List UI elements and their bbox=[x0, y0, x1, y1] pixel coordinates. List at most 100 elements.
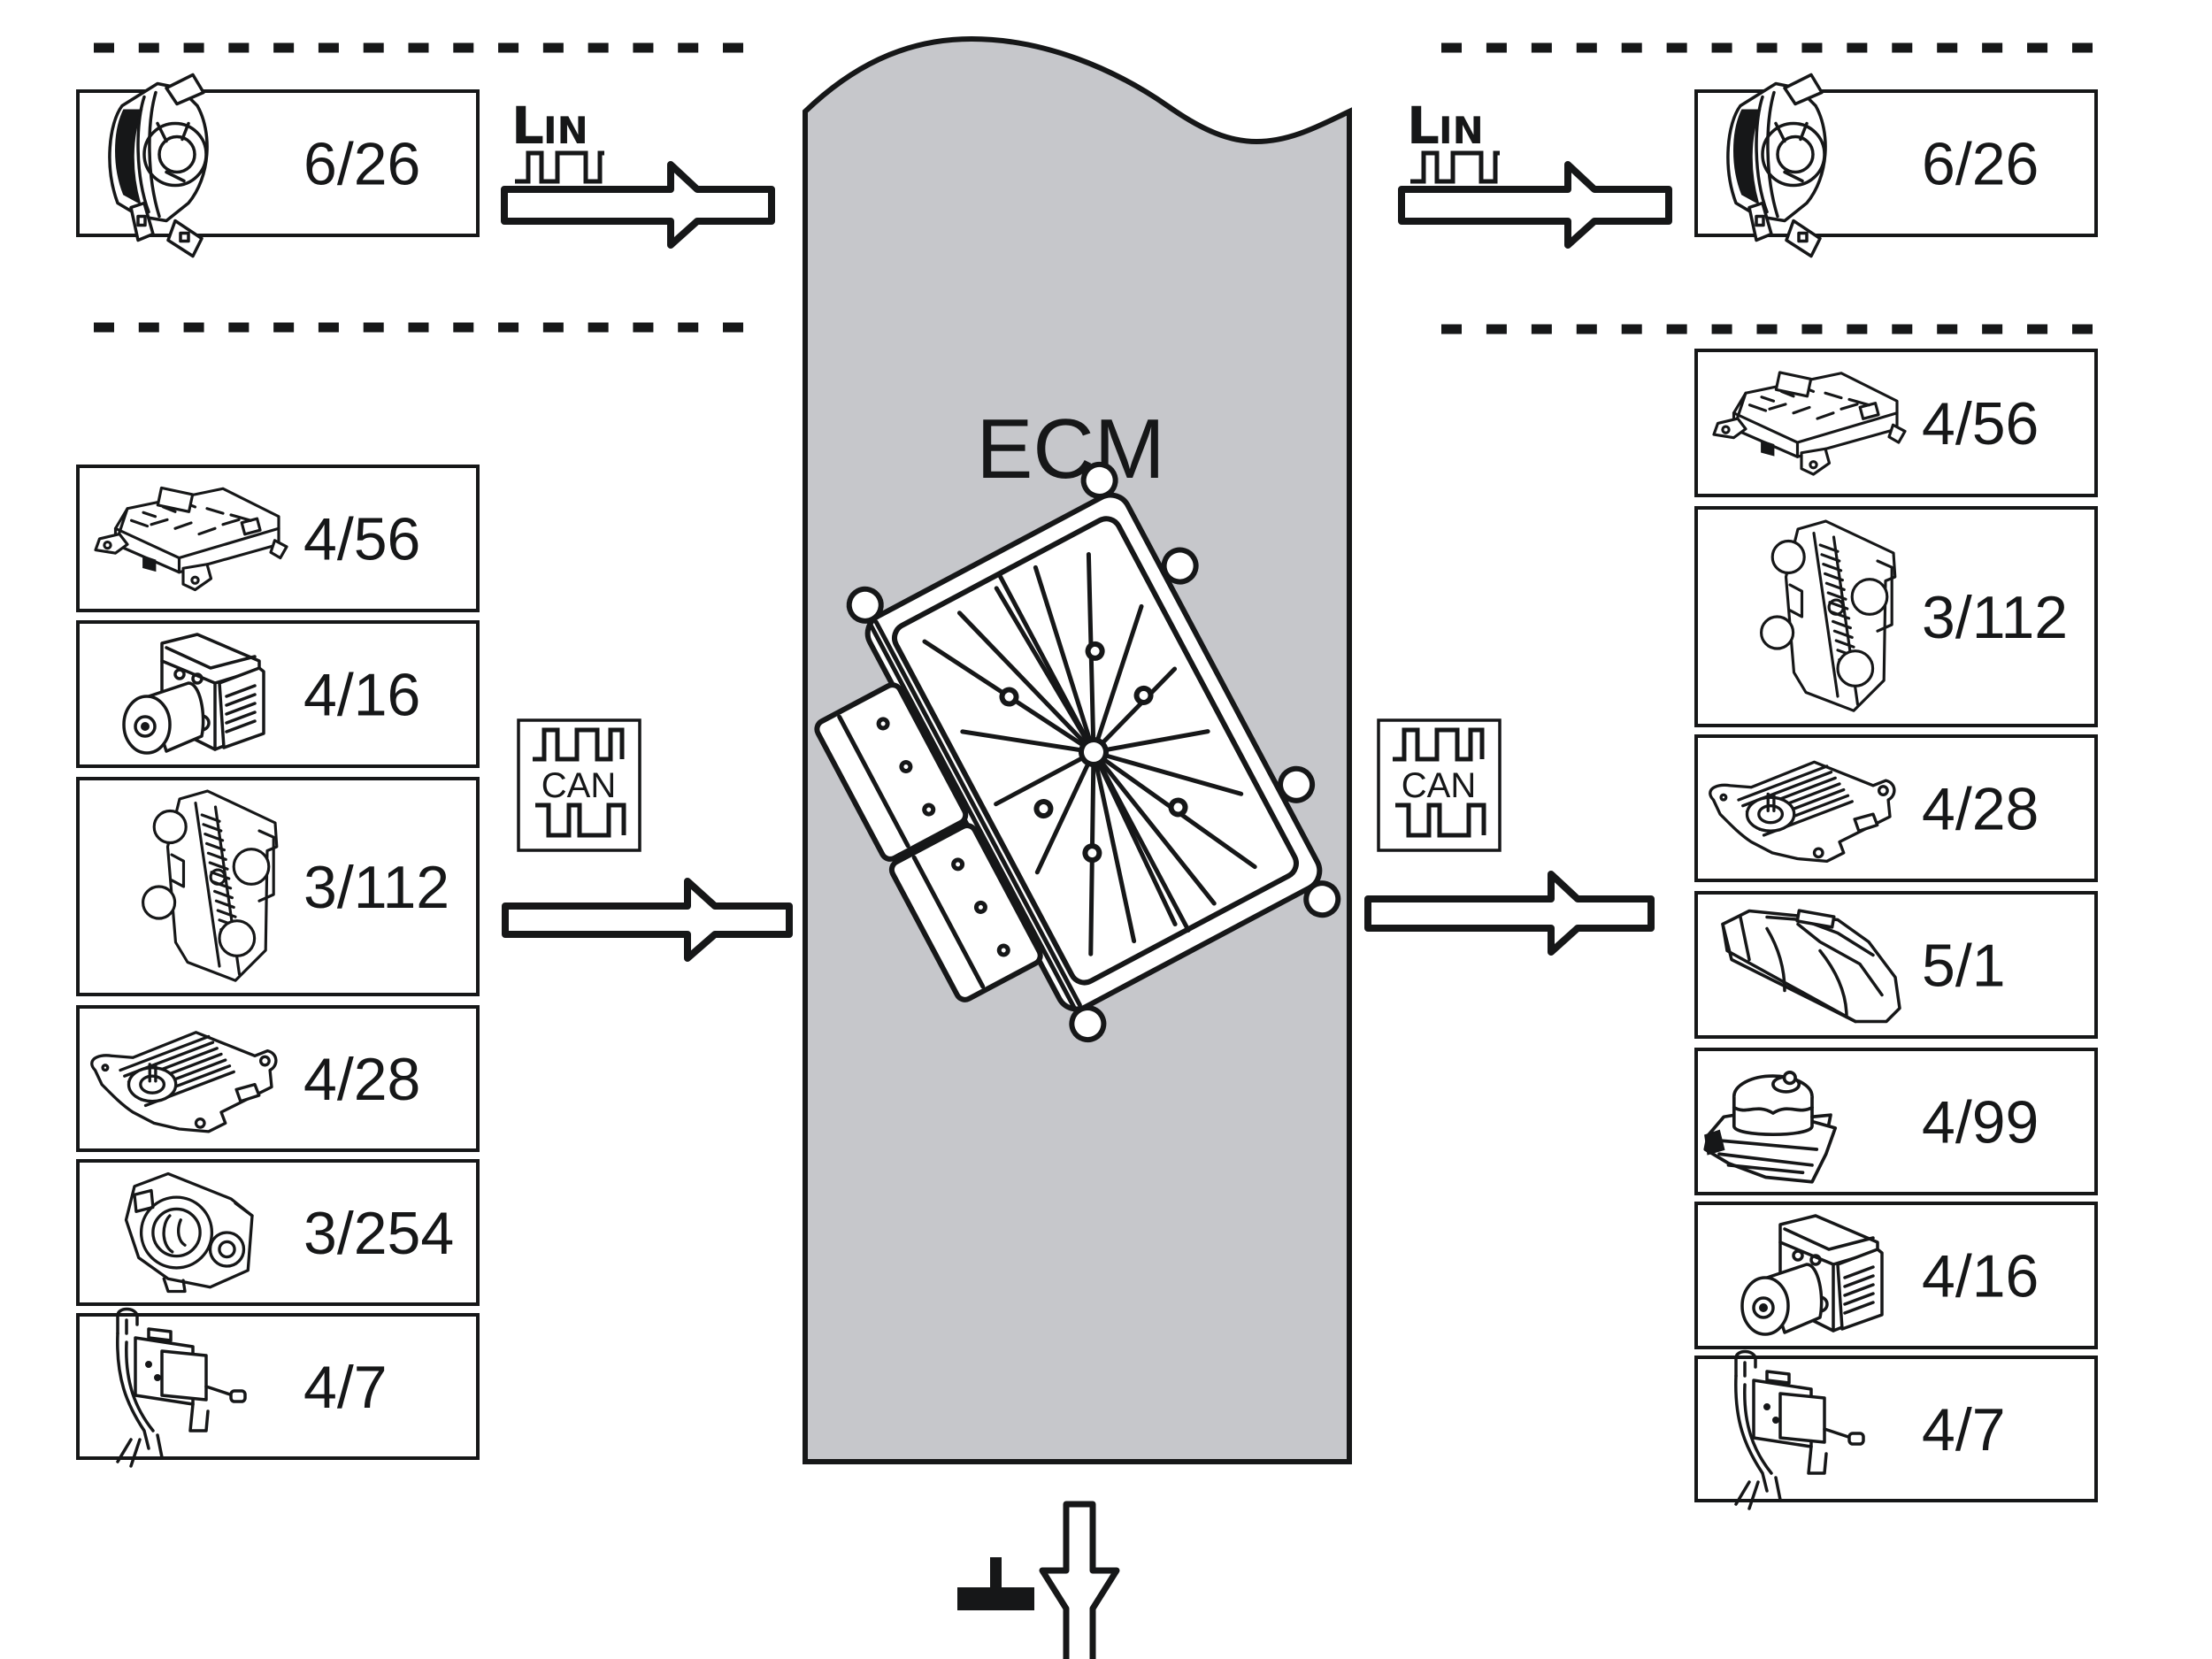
separator-dash bbox=[542, 322, 564, 333]
separator-dash bbox=[678, 42, 699, 53]
separator-dash bbox=[2027, 42, 2048, 53]
module-box-4-7[interactable]: 4/7 bbox=[1694, 1349, 2098, 1510]
separator-dash bbox=[453, 42, 474, 53]
lin-label-small: IN bbox=[543, 109, 588, 152]
lin-bus-label-left: L IN bbox=[511, 96, 604, 184]
ecm-control-unit[interactable]: ECM bbox=[768, 35, 1371, 1464]
separator-dash bbox=[1756, 324, 1778, 334]
separator-dash bbox=[228, 42, 250, 53]
separator-dash bbox=[633, 42, 654, 53]
module-label: 4/56 bbox=[303, 506, 420, 573]
module-box-5-1[interactable]: 5/1 bbox=[1694, 891, 2098, 1039]
lin-label-small: IN bbox=[1439, 109, 1484, 152]
can-waveform-bottom-icon bbox=[535, 803, 626, 838]
separator-dash bbox=[723, 42, 743, 53]
separator-dash bbox=[1576, 324, 1597, 334]
module-label: 4/28 bbox=[1922, 776, 2039, 843]
module-box-6-26[interactable]: 6/26 bbox=[76, 73, 480, 258]
separator-dash bbox=[1711, 324, 1732, 334]
lin-waveform-icon bbox=[1410, 150, 1500, 184]
separator-dash bbox=[1531, 42, 1552, 53]
separator-dash bbox=[1486, 324, 1507, 334]
module-label: 6/26 bbox=[1922, 131, 2039, 198]
module-label: 3/112 bbox=[303, 854, 449, 921]
lin-arrow-left bbox=[501, 161, 775, 249]
ecm-device-icon bbox=[814, 461, 1341, 1043]
separator-dash bbox=[1801, 324, 1823, 334]
separator-dash bbox=[408, 322, 429, 333]
module-label: 4/99 bbox=[1922, 1089, 2039, 1156]
separator-dash bbox=[1847, 42, 1868, 53]
module-box-4-16[interactable]: 4/16 bbox=[76, 620, 480, 768]
module-box-4-16[interactable]: 4/16 bbox=[1694, 1202, 2098, 1349]
ground-symbol-stem bbox=[990, 1557, 1002, 1589]
module-label: 4/28 bbox=[303, 1046, 420, 1113]
module-box-4-99[interactable]: 4/99 bbox=[1694, 1048, 2098, 1195]
separator-dash bbox=[1666, 42, 1687, 53]
can-arrow-right bbox=[1364, 871, 1655, 956]
separator-right-bottom bbox=[1441, 324, 2093, 334]
separator-dash bbox=[1711, 42, 1732, 53]
separator-dash bbox=[318, 322, 339, 333]
separator-dash bbox=[588, 322, 609, 333]
module-box-4-7[interactable]: 4/7 bbox=[76, 1307, 480, 1468]
can-arrow-left bbox=[502, 878, 793, 962]
separator-dash bbox=[273, 322, 295, 333]
separator-right-top bbox=[1441, 42, 2093, 53]
separator-dash bbox=[542, 42, 564, 53]
module-label: 4/16 bbox=[303, 662, 420, 729]
output-modules: 6/26 4/56 3/112 4/28 5/1 4/99 4/16 4/7 bbox=[1694, 73, 2098, 1510]
module-label: 6/26 bbox=[303, 131, 420, 198]
separator-dash bbox=[363, 322, 384, 333]
separator-dash bbox=[273, 42, 295, 53]
separator-left-bottom bbox=[94, 322, 743, 333]
module-box-3-112[interactable]: 3/112 bbox=[76, 777, 480, 996]
separator-dash bbox=[1801, 42, 1823, 53]
module-label: 4/16 bbox=[1922, 1243, 2039, 1310]
separator-dash bbox=[138, 322, 159, 333]
separator-dash bbox=[1531, 324, 1552, 334]
module-frame bbox=[76, 777, 480, 996]
module-box-4-56[interactable]: 4/56 bbox=[1694, 349, 2098, 497]
module-box-4-28[interactable]: 4/28 bbox=[1694, 734, 2098, 882]
module-label: 5/1 bbox=[1922, 933, 2006, 1000]
separator-dash bbox=[1892, 324, 1913, 334]
module-box-4-28[interactable]: 4/28 bbox=[76, 1005, 480, 1152]
separator-dash bbox=[1621, 42, 1642, 53]
module-label: 3/112 bbox=[1922, 584, 2068, 651]
separator-dash bbox=[1621, 324, 1642, 334]
separator-dash bbox=[363, 42, 384, 53]
separator-dash bbox=[1486, 42, 1507, 53]
ground-connection bbox=[957, 1501, 1120, 1659]
ecm-title: ECM bbox=[976, 402, 1164, 496]
lin-label-big: L bbox=[1407, 96, 1440, 156]
can-label: CAN bbox=[541, 766, 616, 805]
module-box-4-56[interactable]: 4/56 bbox=[76, 465, 480, 612]
separator-dash bbox=[1441, 42, 1462, 53]
separator-dash bbox=[498, 42, 519, 53]
separator-left-top bbox=[94, 42, 743, 53]
separator-dash bbox=[183, 322, 204, 333]
separator-dash bbox=[1892, 42, 1913, 53]
can-label: CAN bbox=[1402, 766, 1476, 805]
lin-label-big: L bbox=[511, 96, 544, 156]
lin-waveform-icon bbox=[515, 150, 604, 184]
ground-arrow-icon bbox=[1039, 1501, 1120, 1659]
module-box-3-112[interactable]: 3/112 bbox=[1694, 506, 2098, 727]
can-waveform-top-icon bbox=[1393, 727, 1485, 762]
module-box-6-26[interactable]: 6/26 bbox=[1694, 73, 2098, 258]
separator-dash bbox=[318, 42, 339, 53]
can-waveform-top-icon bbox=[533, 727, 625, 762]
can-bus-label-left: CAN bbox=[517, 718, 641, 852]
separator-dash bbox=[228, 322, 250, 333]
module-label: 4/7 bbox=[303, 1354, 388, 1421]
separator-dash bbox=[138, 42, 159, 53]
separator-dash bbox=[588, 42, 609, 53]
lin-arrow-right bbox=[1398, 161, 1672, 249]
separator-dash bbox=[1666, 324, 1687, 334]
input-modules: 6/26 4/56 4/16 3/112 4/28 3/254 4/7 bbox=[76, 73, 480, 1468]
separator-dash bbox=[1756, 42, 1778, 53]
separator-dash bbox=[94, 322, 114, 333]
separator-dash bbox=[2072, 42, 2093, 53]
module-box-3-254[interactable]: 3/254 bbox=[76, 1159, 480, 1306]
